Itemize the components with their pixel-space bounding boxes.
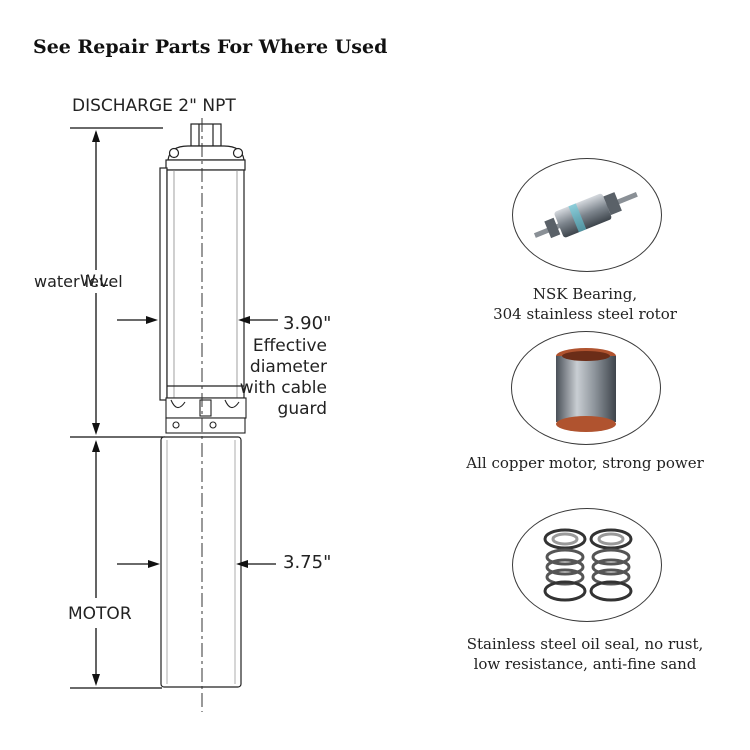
- pump-diameter-arrows: [117, 319, 278, 565]
- water-level-abbr: W.L.: [80, 271, 114, 290]
- feature-caption-copper-motor: All copper motor, strong power: [466, 454, 704, 472]
- feature-caption-oil-seal-line2: low resistance, anti-fine sand: [473, 655, 697, 673]
- motor-label: MOTOR: [68, 604, 132, 624]
- feature-caption-rotor-line2: 304 stainless steel rotor: [493, 305, 677, 323]
- water-level-label: water level: [34, 272, 123, 291]
- pump-diameter-value: 3.90": [283, 313, 332, 334]
- dimension-lines: [70, 127, 165, 689]
- motor-diameter-value: 3.75": [283, 552, 332, 573]
- feature-caption-rotor: NSK Bearing, 304 stainless steel rotor: [480, 284, 690, 324]
- dimension-arrowheads: [92, 130, 100, 686]
- copper-motor-image: [511, 331, 661, 445]
- rotor-image: [512, 158, 662, 272]
- discharge-label: DISCHARGE 2" NPT: [72, 96, 236, 116]
- motor-body: [160, 436, 242, 688]
- page-title: See Repair Parts For Where Used: [33, 36, 388, 58]
- intake-screen: [165, 397, 247, 434]
- feature-caption-oil-seal-line1: Stainless steel oil seal, no rust,: [466, 635, 704, 653]
- pump-diameter-description: Effective diameter with cable guard: [239, 336, 327, 419]
- oil-seal-image: [512, 508, 662, 622]
- pump-body: [159, 167, 245, 401]
- feature-caption-rotor-line1: NSK Bearing,: [532, 285, 638, 303]
- feature-caption-oil-seal: Stainless steel oil seal, no rust, low r…: [460, 634, 710, 674]
- pump-head: [165, 123, 246, 171]
